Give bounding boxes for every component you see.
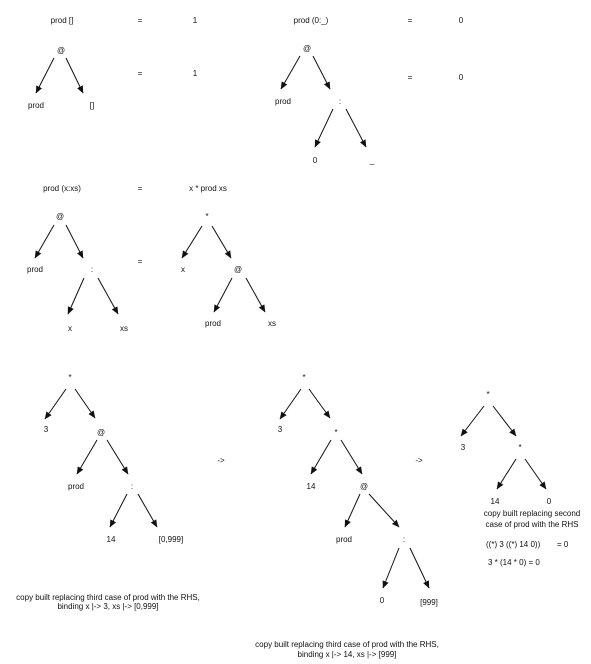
- eq1-rhs: 1: [192, 16, 198, 25]
- eq1-tree-right: []: [89, 101, 95, 110]
- eq3-tree-equals: =: [137, 257, 143, 266]
- tree-edge-19: [137, 493, 158, 528]
- eq3-lhs-tree-left: prod: [26, 265, 44, 274]
- eq3-lhs-tree-root: @: [55, 212, 65, 221]
- r2-left: 3: [277, 425, 283, 434]
- eq3-lhs-tree-tail: xs: [120, 324, 128, 333]
- tree-edge-18: [109, 493, 128, 528]
- eq2-tree-rhs: 0: [458, 73, 464, 82]
- tree-edge-23: [340, 439, 363, 475]
- tree-edge-9: [97, 277, 119, 315]
- r3-mul-left: 14: [490, 497, 500, 506]
- eq3-lhs-tree-head: x: [68, 324, 72, 333]
- r2-tail: [999]: [420, 598, 438, 607]
- r1-cons: :: [130, 482, 134, 491]
- tree-edge-1: [65, 57, 84, 94]
- eq2-tree-cons: :: [338, 97, 342, 106]
- eq2-equals: =: [407, 16, 413, 25]
- eq2-tree-equals: =: [407, 73, 413, 82]
- tree-edge-21: [308, 388, 331, 419]
- tree-edge-26: [382, 547, 400, 589]
- eq2-tree-root: @: [302, 44, 312, 53]
- tree-edge-5: [345, 108, 367, 148]
- r3-mul: *: [518, 443, 522, 452]
- r1-tail: [0,999]: [158, 535, 184, 544]
- tree-edge-17: [106, 439, 129, 475]
- tree-edge-16: [76, 439, 98, 475]
- eq3-rhs-tree-prod: prod: [204, 319, 222, 328]
- eq3-rhs-tree-xs: xs: [268, 319, 276, 328]
- caption-3-line-1: copy built replacing second: [483, 509, 581, 518]
- tree-edge-3: [312, 55, 331, 90]
- reduction-arrow-1: ->: [217, 456, 225, 465]
- eq3-rhs: x * prod xs: [189, 184, 227, 193]
- tree-edge-14: [44, 388, 67, 420]
- result-prefix-equals: = 0: [557, 540, 569, 549]
- tree-edge-7: [65, 224, 84, 259]
- tree-edge-0: [35, 57, 55, 94]
- tree-edge-8: [67, 277, 85, 315]
- caption-3-line-2: case of prod with the RHS: [485, 520, 579, 529]
- eq1-tree-left: prod: [27, 101, 45, 110]
- eq1-tree-root: @: [56, 46, 66, 55]
- r1-head: 14: [106, 535, 116, 544]
- r1-left: 3: [43, 425, 49, 434]
- tree-edge-29: [492, 405, 517, 437]
- eq3-rhs-tree-left: x: [181, 265, 185, 274]
- eq3-lhs: prod (x:xs): [43, 184, 81, 193]
- tree-edge-24: [344, 493, 361, 528]
- eq3-equals: =: [137, 184, 143, 193]
- tree-edge-30: [496, 458, 517, 490]
- r2-cons: :: [402, 535, 406, 544]
- eq2-lhs: prod (0:_): [293, 16, 329, 25]
- r3-left: 3: [460, 443, 466, 452]
- r2-prod: prod: [335, 535, 353, 544]
- r2-mul: *: [334, 428, 338, 437]
- eq2-tree-left: prod: [274, 97, 292, 106]
- tree-edge-2: [280, 55, 301, 90]
- caption-2-line-1: copy built replacing third case of prod …: [255, 640, 439, 649]
- reduction-arrow-2: ->: [415, 456, 423, 465]
- eq1-tree-rhs: 1: [192, 69, 198, 78]
- eq1-tree-equals: =: [137, 69, 143, 78]
- tree-edge-12: [213, 277, 233, 313]
- tree-edge-27: [409, 547, 430, 589]
- tree-edge-31: [524, 458, 547, 490]
- caption-1-line-1: copy built replacing third case of prod …: [16, 593, 200, 602]
- r2-root: *: [302, 373, 306, 382]
- result-infix-form: 3 * (14 * 0) = 0: [488, 558, 540, 567]
- eq3-rhs-tree-app: @: [233, 265, 243, 274]
- eq3-rhs-tree-root: *: [205, 212, 209, 221]
- tree-edge-28: [460, 405, 485, 437]
- r1-root: *: [68, 373, 72, 382]
- eq1-lhs: prod []: [50, 16, 74, 25]
- tree-edge-15: [74, 388, 96, 419]
- eq2-tree-tail: _: [369, 156, 375, 165]
- tree-edge-11: [211, 225, 232, 259]
- r1-app: @: [96, 428, 106, 437]
- eq2-rhs: 0: [458, 16, 464, 25]
- eq2-tree-head: 0: [312, 156, 318, 165]
- r1-prod: prod: [67, 482, 85, 491]
- tree-edge-13: [245, 277, 266, 313]
- r2-head: 0: [379, 596, 385, 605]
- tree-edge-10: [181, 225, 203, 259]
- eq1-equals: =: [137, 16, 143, 25]
- r3-root: *: [486, 390, 490, 399]
- tree-edge-20: [279, 388, 302, 420]
- tree-edge-4: [314, 108, 334, 148]
- tree-edge-6: [34, 224, 55, 259]
- r2-mul-left: 14: [306, 482, 316, 491]
- result-prefix-form: ((*) 3 ((*) 14 0)): [486, 540, 541, 549]
- tree-edge-25: [368, 493, 400, 528]
- r2-app: @: [359, 482, 369, 491]
- r3-mul-right: 0: [546, 497, 552, 506]
- tree-edge-22: [310, 439, 332, 475]
- caption-1-line-2: binding x |-> 3, xs |-> [0,999]: [57, 602, 159, 611]
- caption-2-line-2: binding x |-> 14, xs |-> [999]: [297, 650, 397, 659]
- eq3-lhs-tree-cons: :: [90, 265, 94, 274]
